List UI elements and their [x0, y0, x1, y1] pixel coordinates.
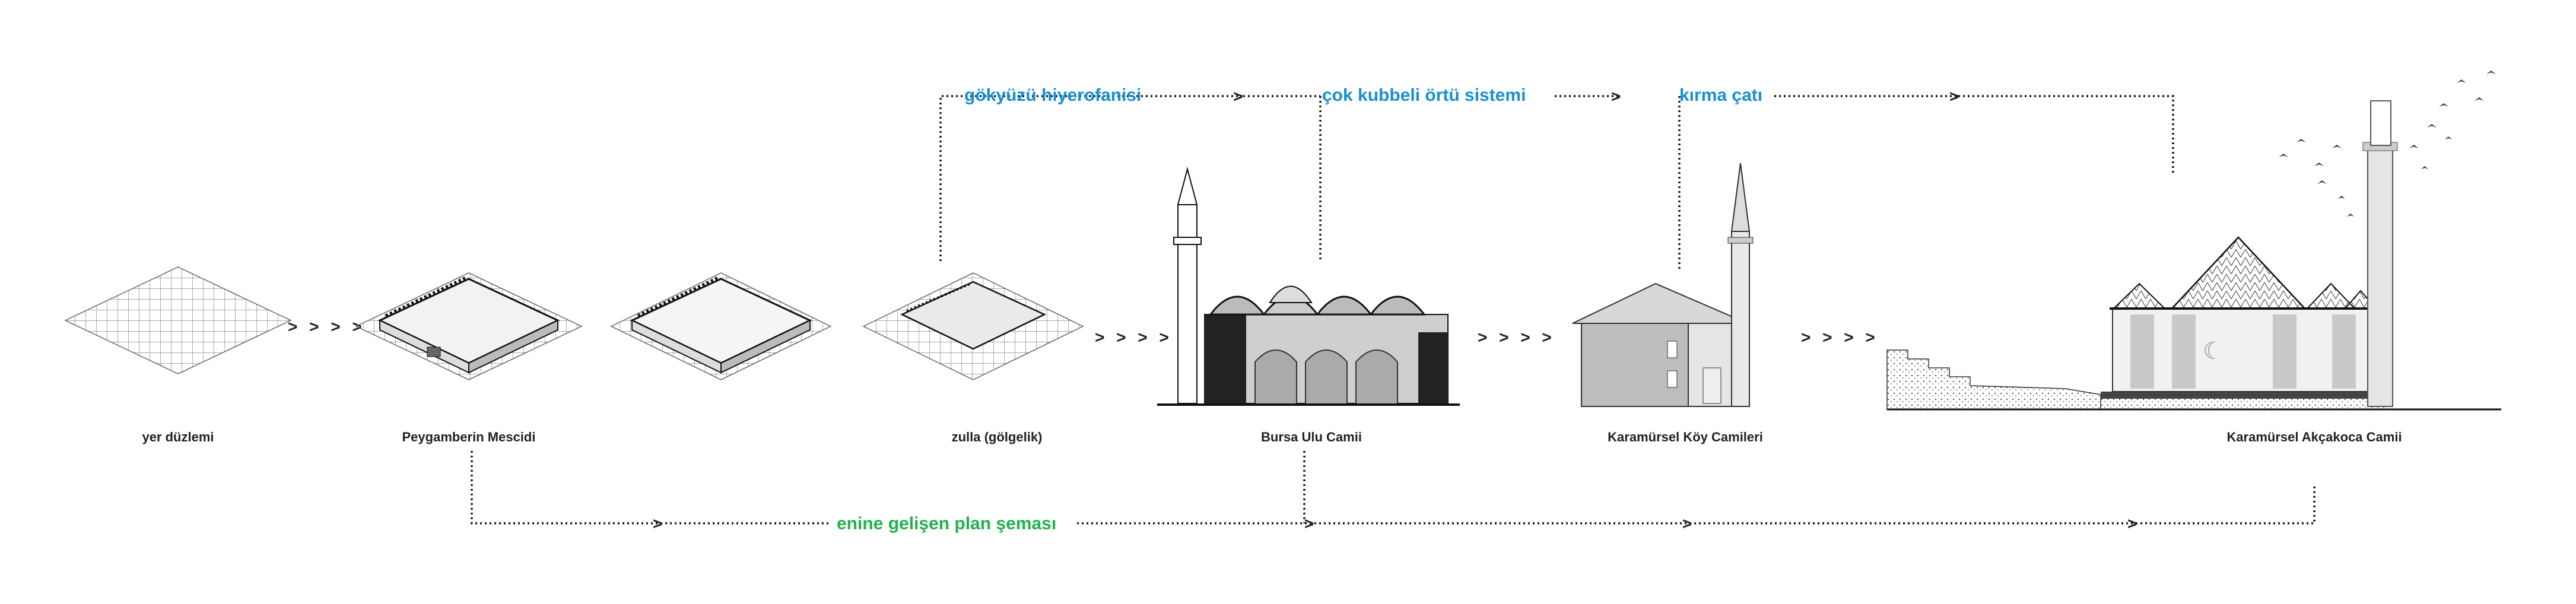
bottom-flow-arrowheads: > > > > [653, 514, 2140, 533]
village-mosque-drawing [1572, 163, 1754, 407]
ground-plane-drawing [64, 266, 292, 374]
svg-text:>: > [2127, 514, 2140, 533]
chevrons-3: > > > > [1478, 328, 1555, 346]
label-karamursel-akcakoca-camii: Karamürsel Akçakoca Camii [2226, 430, 2402, 444]
flow-label-enine: enine gelişen plan şeması [837, 514, 1056, 533]
bottom-flow-lines [471, 451, 2315, 524]
svg-text:>: > [1611, 87, 1624, 106]
top-flow-lines [939, 95, 2174, 270]
birds [2279, 71, 2496, 217]
flow-label-gokyuzu: gökyüzü hiyerofanisi [964, 85, 1141, 105]
svg-text:>: > [1304, 514, 1317, 533]
akcakoca-mosque-drawing: ☾ [1886, 71, 2501, 411]
svg-text:>: > [1949, 87, 1962, 106]
label-bursa-ulu-camii: Bursa Ulu Camii [1261, 430, 1362, 444]
chevrons-1: > > > > [288, 317, 366, 336]
bursa-ulu-camii-drawing [1157, 167, 1460, 406]
calligraphy-mark: ☾ [2203, 338, 2224, 364]
label-karamursel-koy-camileri: Karamürsel Köy Camileri [1608, 430, 1763, 444]
label-yer-duzlemi: yer düzlemi [142, 430, 214, 444]
label-zulla: zulla (gölgelik) [952, 430, 1043, 444]
courtyard-drawing [610, 272, 832, 380]
prophets-mosque-drawing [355, 272, 583, 380]
zulla-drawing [862, 272, 1084, 380]
top-flow-arrowheads: > > > [1233, 87, 1962, 106]
svg-text:>: > [1682, 514, 1695, 533]
flow-label-cok-kubbeli: çok kubbeli örtü sistemi [1322, 85, 1526, 105]
label-peygamberin-mescidi: Peygamberin Mescidi [402, 430, 536, 444]
svg-text:>: > [1233, 87, 1246, 106]
svg-text:>: > [653, 514, 666, 533]
chevrons-2: > > > > [1095, 328, 1173, 346]
chevrons-4: > > > > [1801, 328, 1879, 346]
flow-label-kirma-cati: kırma çatı [1679, 85, 1762, 105]
